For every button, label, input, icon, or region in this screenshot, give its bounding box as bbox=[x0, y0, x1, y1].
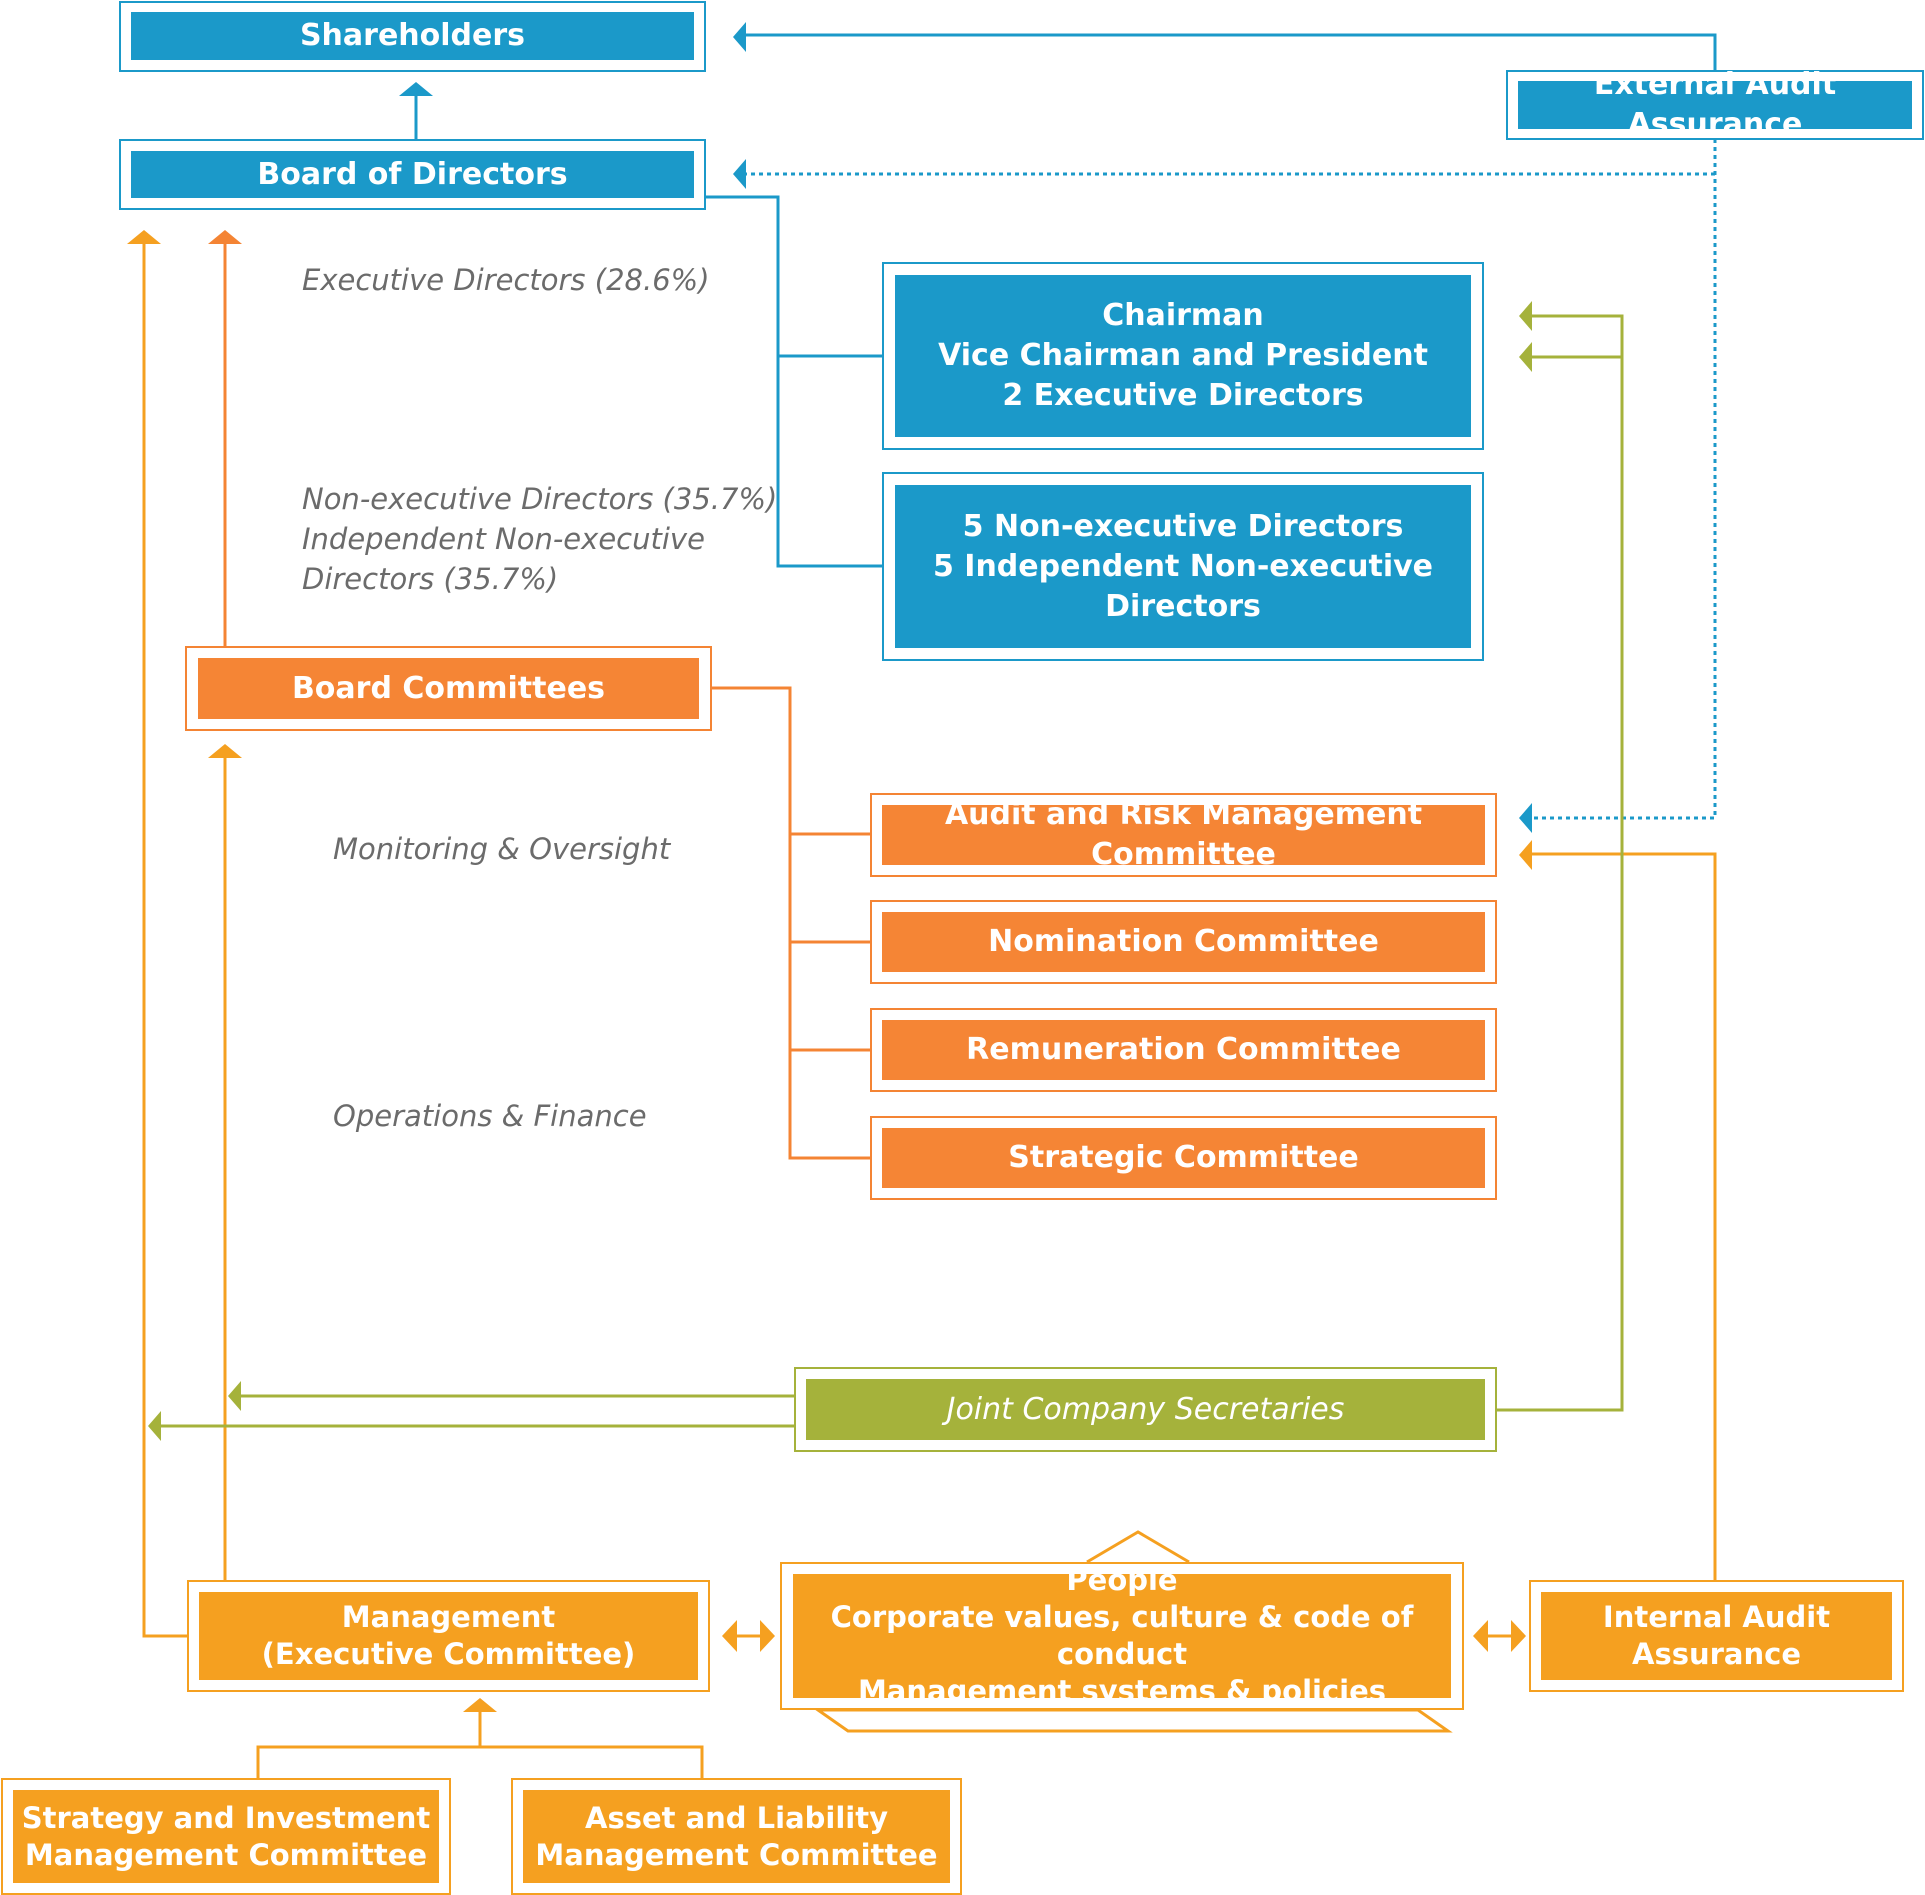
independent-directors-label: 5 Independent Non-executive bbox=[932, 548, 1434, 584]
sub-committees-tree-line bbox=[256, 1745, 704, 1778]
committees-tree-line bbox=[712, 686, 870, 1160]
internal-audit-to-audit-committee-line bbox=[1532, 852, 1717, 1580]
non-executive-group-box: 5 Non-executive Directors 5 Independent … bbox=[895, 485, 1471, 648]
shareholders-label: Shareholders bbox=[299, 18, 526, 53]
shareholders-arrowhead bbox=[733, 22, 746, 52]
management-people-right-head bbox=[760, 1620, 775, 1652]
internal-audit-box: Internal Audit Assurance bbox=[1541, 1592, 1892, 1680]
audit-committee-box: Audit and Risk Management Committee bbox=[882, 797, 1485, 872]
monitoring-note: Monitoring & Oversight bbox=[333, 832, 671, 866]
nomination-committee-label: Nomination Committee bbox=[988, 924, 1379, 959]
non-executive-directors-label: 5 Non-executive Directors bbox=[962, 508, 1404, 544]
asset-committee-label: Asset and Liability bbox=[585, 1800, 888, 1835]
joint-secretaries-box: Joint Company Secretaries bbox=[806, 1379, 1485, 1440]
audit-committee-amber-arrowhead bbox=[1519, 840, 1532, 870]
non-executive-note-line-2: Independent Non-executive bbox=[302, 522, 705, 556]
management-to-committees-arrowhead bbox=[208, 744, 242, 758]
executive-group-box: Chairman Vice Chairman and President 2 E… bbox=[895, 275, 1471, 437]
chairman-label: Chairman bbox=[1102, 298, 1264, 333]
secretaries-to-executive-line bbox=[1496, 314, 1624, 1412]
strategy-committee-box: Strategy and Investment Management Commi… bbox=[13, 1790, 439, 1883]
board-to-directors-line bbox=[706, 195, 882, 568]
external-audit-to-shareholders-line bbox=[745, 33, 1717, 70]
people-top-cap bbox=[1086, 1530, 1190, 1564]
audit-committee-label: Audit and Risk Management Committee bbox=[944, 797, 1423, 872]
joint-secretaries-label: Joint Company Secretaries bbox=[946, 1391, 1345, 1427]
external-audit-dotted-line bbox=[1532, 139, 1717, 820]
operations-note: Operations & Finance bbox=[333, 1099, 647, 1133]
board-dotted-arrowhead bbox=[733, 159, 746, 189]
management-systems-label: Management systems & policies bbox=[857, 1674, 1387, 1708]
strategic-committee-box: Strategic Committee bbox=[882, 1128, 1485, 1188]
corporate-values-label: Corporate values, culture & code of cond… bbox=[830, 1600, 1414, 1671]
external-audit-label: External Audit Assurance bbox=[1593, 67, 1837, 142]
remuneration-committee-label: Remuneration Committee bbox=[966, 1032, 1401, 1067]
management-label: Management bbox=[341, 1600, 556, 1634]
internal-audit-label: Internal Audit bbox=[1602, 1600, 1831, 1634]
independent-directors-label-2: Directors bbox=[1105, 588, 1261, 624]
asset-committee-box: Asset and Liability Management Committee bbox=[523, 1790, 950, 1883]
strategic-committee-label: Strategic Committee bbox=[1008, 1140, 1359, 1175]
strategy-committee-label: Strategy and Investment bbox=[21, 1800, 431, 1835]
executive-green-arrowhead-2 bbox=[1519, 342, 1532, 372]
board-of-directors-label: Board of Directors bbox=[257, 156, 568, 192]
external-audit-box: External Audit Assurance bbox=[1518, 67, 1912, 142]
board-of-directors-box: Board of Directors bbox=[131, 151, 694, 198]
strategy-committee-label-2: Management Committee bbox=[24, 1837, 428, 1872]
asset-committee-label-2: Management Committee bbox=[535, 1837, 938, 1872]
people-bottom-base bbox=[813, 1708, 1453, 1733]
management-to-board-arrowhead bbox=[127, 230, 161, 244]
board-committees-box: Board Committees bbox=[198, 658, 699, 719]
people-label: People bbox=[1066, 1563, 1178, 1597]
executive-green-arrowhead-1 bbox=[1519, 301, 1532, 331]
board-green-arrowhead bbox=[148, 1411, 161, 1441]
committees-to-board-arrowhead bbox=[208, 230, 242, 244]
people-audit-left-head bbox=[1473, 1620, 1488, 1652]
people-box: People Corporate values, culture & code … bbox=[793, 1563, 1451, 1708]
management-to-board-line bbox=[142, 243, 189, 1638]
executive-directors-note: Executive Directors (28.6%) bbox=[302, 263, 710, 297]
internal-audit-label-2: Assurance bbox=[1632, 1637, 1801, 1671]
executive-committee-label: (Executive Committee) bbox=[261, 1637, 636, 1671]
committees-green-arrowhead bbox=[228, 1381, 241, 1411]
management-box: Management (Executive Committee) bbox=[199, 1592, 698, 1680]
non-executive-note-line-1: Non-executive Directors (35.7%) bbox=[302, 482, 778, 516]
executive-directors-label: 2 Executive Directors bbox=[1002, 378, 1364, 413]
management-up-arrowhead bbox=[463, 1698, 497, 1712]
management-people-left-head bbox=[722, 1620, 737, 1652]
non-executive-note-line-3: Directors (35.7%) bbox=[302, 562, 559, 596]
nomination-committee-box: Nomination Committee bbox=[882, 912, 1485, 972]
people-audit-right-head bbox=[1511, 1620, 1526, 1652]
board-committees-label: Board Committees bbox=[291, 670, 606, 706]
vice-chairman-label: Vice Chairman and President bbox=[938, 338, 1428, 373]
remuneration-committee-box: Remuneration Committee bbox=[882, 1020, 1485, 1080]
audit-committee-dotted-arrowhead bbox=[1519, 803, 1532, 833]
board-up-arrowhead bbox=[399, 82, 433, 96]
shareholders-box: Shareholders bbox=[131, 12, 694, 60]
